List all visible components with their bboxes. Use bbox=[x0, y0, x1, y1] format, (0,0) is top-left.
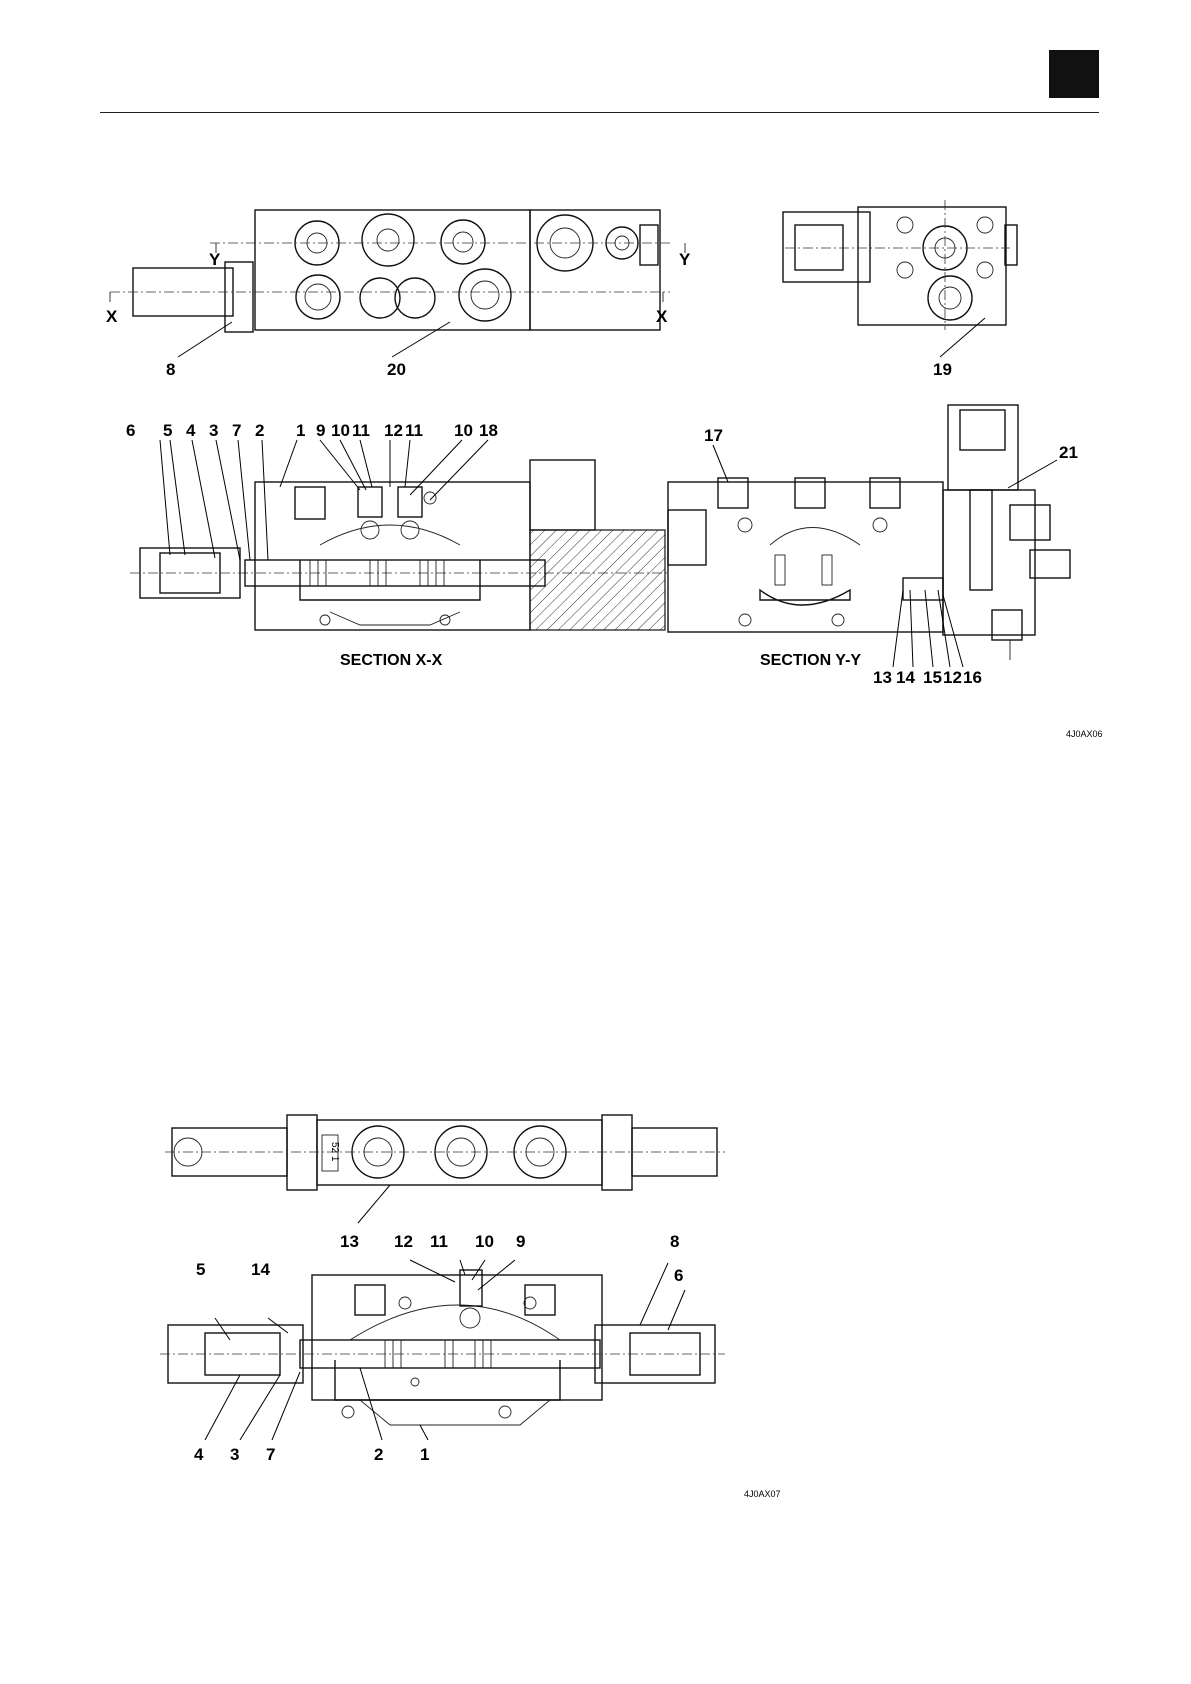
fig1-sx-callout-11b: 11 bbox=[405, 421, 423, 440]
fig2-callout-8: 8 bbox=[670, 1232, 679, 1251]
fig2-top-view bbox=[165, 1115, 725, 1223]
fig1-end-view bbox=[783, 200, 1017, 357]
fig2-callout-6: 6 bbox=[674, 1266, 683, 1285]
fig1-callout-8: 8 bbox=[166, 360, 175, 379]
fig1-cut-y-right: Y bbox=[679, 250, 691, 269]
fig2-callout-4: 4 bbox=[194, 1445, 204, 1464]
fig1-sx-callout-1: 1 bbox=[296, 421, 305, 440]
fig2-callout-5: 5 bbox=[196, 1260, 205, 1279]
fig1-sy-callout-17: 17 bbox=[704, 426, 723, 445]
fig1-sy-callout-13: 13 bbox=[873, 668, 892, 687]
fig1-cut-x-left: X bbox=[106, 307, 118, 326]
fig1-sy-callout-14: 14 bbox=[896, 668, 915, 687]
fig1-code: 4J0AX06 bbox=[1066, 729, 1103, 739]
fig1-section-x-title: SECTION X-X bbox=[340, 652, 443, 669]
fig1-top-view bbox=[110, 210, 685, 357]
fig2-section bbox=[160, 1260, 725, 1440]
fig1-sy-callout-21: 21 bbox=[1059, 443, 1078, 462]
fig1-sy-callout-16: 16 bbox=[963, 668, 982, 687]
fig1-sx-callout-10b: 10 bbox=[454, 421, 473, 440]
fig2-callout-3: 3 bbox=[230, 1445, 239, 1464]
fig2-callout-11: 11 bbox=[430, 1232, 448, 1251]
fig1-section-x bbox=[130, 440, 670, 630]
fig2-body-marking: 52 1 bbox=[329, 1142, 340, 1162]
fig1-section-y bbox=[668, 405, 1070, 667]
fig1-sx-callout-9: 9 bbox=[316, 421, 325, 440]
fig2-callout-13: 13 bbox=[340, 1232, 359, 1251]
fig2-callout-7: 7 bbox=[266, 1445, 275, 1464]
fig1-sx-callout-4: 4 bbox=[186, 421, 196, 440]
fig1-cut-y-left: Y bbox=[209, 250, 221, 269]
fig1-sx-callout-2: 2 bbox=[255, 421, 264, 440]
fig1-sy-callout-12: 12 bbox=[943, 668, 962, 687]
fig1-callout-19: 19 bbox=[933, 360, 952, 379]
fig2-callout-14: 14 bbox=[251, 1260, 270, 1279]
fig1-sy-callout-15: 15 bbox=[923, 668, 942, 687]
fig1-sx-callout-5: 5 bbox=[163, 421, 172, 440]
fig1-sx-callout-6: 6 bbox=[126, 421, 135, 440]
fig1-callout-20: 20 bbox=[387, 360, 406, 379]
fig1-sx-callout-7: 7 bbox=[232, 421, 241, 440]
fig2-callout-12: 12 bbox=[394, 1232, 413, 1251]
fig2-callout-10: 10 bbox=[475, 1232, 494, 1251]
fig1-sx-callout-11a: 11 bbox=[352, 421, 370, 440]
fig2-callout-9: 9 bbox=[516, 1232, 525, 1251]
fig2-callout-2: 2 bbox=[374, 1445, 383, 1464]
fig1-sx-callout-3: 3 bbox=[209, 421, 218, 440]
fig1-sx-callout-10a: 10 bbox=[331, 421, 350, 440]
fig1-sx-callout-18: 18 bbox=[479, 421, 498, 440]
fig1-section-y-title: SECTION Y-Y bbox=[760, 652, 861, 669]
fig1-cut-x-right: X bbox=[656, 307, 668, 326]
fig1-sx-callout-12: 12 bbox=[384, 421, 403, 440]
fig2-callout-1: 1 bbox=[420, 1445, 429, 1464]
fig2-code: 4J0AX07 bbox=[744, 1489, 781, 1499]
